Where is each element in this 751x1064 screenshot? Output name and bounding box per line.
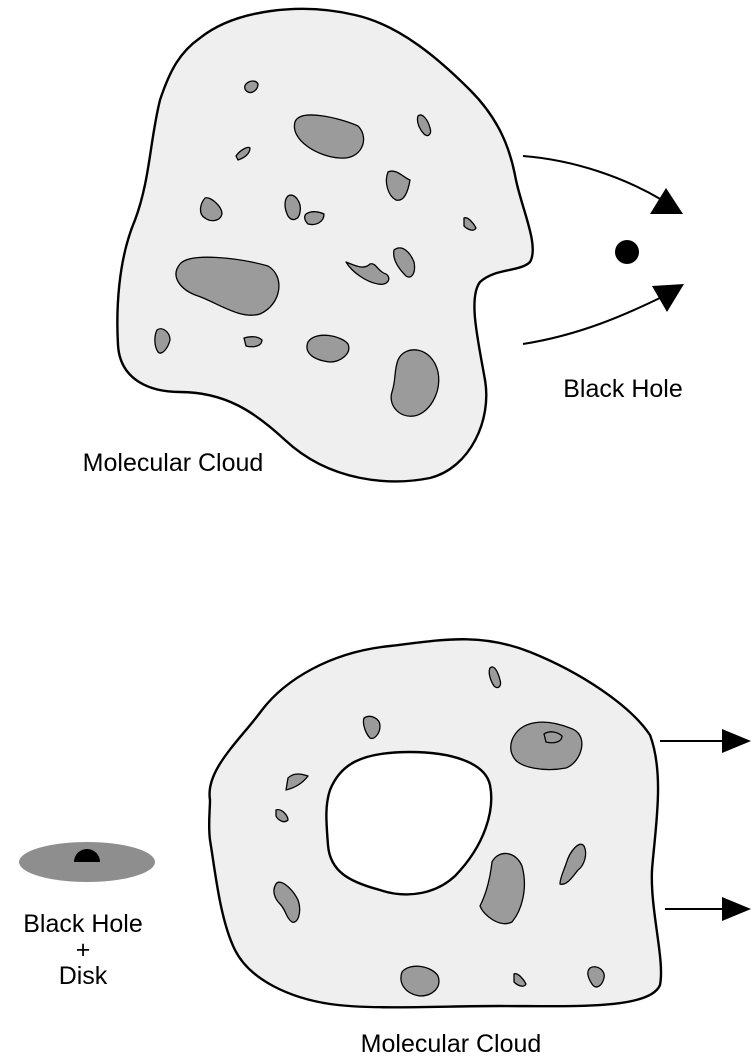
- bottom-panel: Black Hole + Disk Molecular Cloud: [19, 639, 751, 1058]
- bottom-cloud-label: Molecular Cloud: [361, 1030, 542, 1058]
- bottom-plus-label: +: [76, 936, 91, 964]
- black-hole: [615, 240, 639, 264]
- bottom-disk-label: Disk: [59, 962, 108, 990]
- top-arrow-upper: [523, 156, 662, 200]
- top-cloud-label: Molecular Cloud: [83, 449, 264, 477]
- bottom-clump: [511, 722, 582, 769]
- top-black-hole-label: Black Hole: [563, 375, 683, 403]
- top-molecular-cloud: [117, 9, 532, 481]
- top-panel: Black Hole Molecular Cloud: [83, 9, 684, 481]
- top-arrow-lower-head: [652, 284, 684, 312]
- top-arrow-upper-head: [650, 188, 683, 214]
- bottom-arrow-upper-head: [722, 729, 751, 753]
- bottom-arrow-lower-head: [722, 897, 751, 921]
- bottom-clump: [544, 732, 562, 743]
- top-arrow-lower: [523, 296, 664, 344]
- top-clump: [244, 337, 262, 347]
- bottom-black-hole-label: Black Hole: [23, 910, 143, 938]
